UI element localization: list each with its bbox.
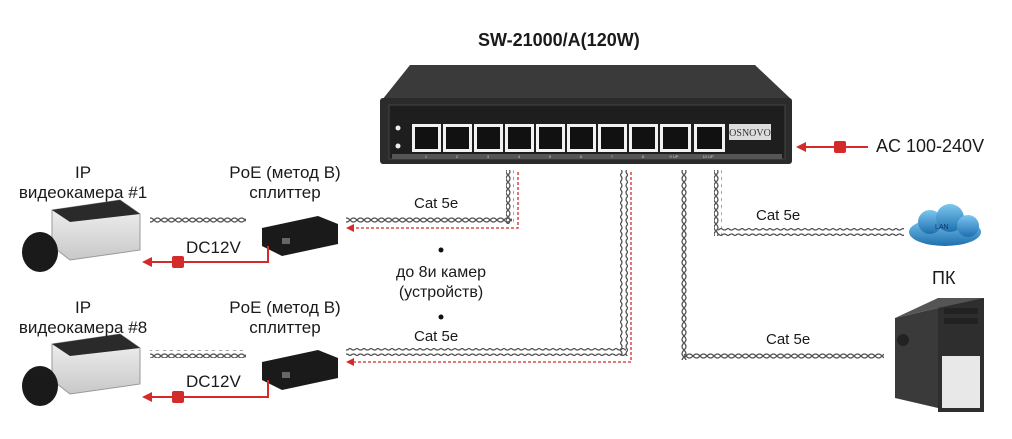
poe-switch: 1 2 3 4 5 6 7 8 9 UP 10 UP OSNOVO	[380, 65, 792, 164]
osnovo-logo	[729, 124, 771, 140]
port-number: 8	[642, 154, 645, 159]
middle-note-line2: (устройств)	[398, 284, 484, 301]
port-number: 7	[611, 154, 614, 159]
port-number: 5	[549, 154, 552, 159]
middle-note-line1: до 8и камер	[395, 264, 486, 281]
port-socket	[508, 127, 531, 149]
port-socket	[477, 127, 500, 149]
dc-bolt-icon	[172, 256, 184, 268]
cable-label-lan: Cat 5e	[756, 207, 801, 224]
port-number: 9 UP	[670, 154, 679, 159]
dc-label-8: DC12V	[186, 372, 241, 391]
splitter-8-label-line1: PoE (метод B)	[229, 298, 341, 317]
port-socket	[446, 127, 469, 149]
camera-1-label-line1: IP	[74, 163, 92, 182]
lan-label: LAN	[935, 224, 949, 231]
camera-1-label-line2: видеокамера #1	[18, 183, 148, 202]
pc-label: ПК	[932, 268, 956, 288]
port-socket	[415, 127, 438, 149]
power-bolt-icon	[834, 141, 846, 153]
splitter-1-label-line1: PoE (метод B)	[229, 163, 341, 182]
power-input-arrow	[796, 141, 868, 153]
cable-lan	[714, 170, 904, 236]
cable-label-camera-8: Cat 5e	[414, 328, 459, 345]
port-socket	[601, 127, 624, 149]
port-socket	[539, 127, 562, 149]
port-socket	[663, 127, 688, 149]
pc-tower-icon	[895, 298, 984, 412]
ellipsis-dot-top	[438, 247, 444, 253]
port-socket	[570, 127, 593, 149]
cable-label-pc: Cat 5e	[766, 331, 811, 348]
dc-bolt-icon	[172, 391, 184, 403]
cable-camera-8	[346, 170, 632, 366]
splitter-1-label-line2: сплиттер	[249, 183, 321, 202]
camera-8-label-line1: IP	[74, 298, 92, 317]
camera-1-cable	[150, 215, 246, 223]
poe-splitter-1	[262, 216, 338, 256]
port-socket	[697, 127, 722, 149]
dc-arrow-1	[142, 246, 269, 268]
lan-cloud-icon	[909, 204, 981, 246]
port-number: 4	[518, 154, 521, 159]
switch-model-title: SW-21000/A(120W)	[478, 30, 640, 50]
port-number: 10 UP	[702, 154, 713, 159]
ellipsis-dot-bottom	[438, 314, 444, 320]
dc-arrow-8	[142, 380, 269, 403]
poe-splitter-8	[262, 350, 338, 390]
brand-text: OSNOVO	[729, 128, 771, 139]
camera-8-cable	[150, 350, 246, 358]
port-number: 2	[456, 154, 459, 159]
led-2-icon	[395, 143, 401, 149]
ip-camera-8-icon	[22, 333, 141, 406]
dc-label-1: DC12V	[186, 238, 241, 257]
cable-camera-1	[346, 170, 519, 232]
port-number: 1	[425, 154, 428, 159]
port-number: 6	[580, 154, 583, 159]
port-number: 3	[487, 154, 490, 159]
ip-camera-1-icon	[22, 199, 141, 272]
splitter-8-label-line2: сплиттер	[249, 318, 321, 337]
cable-pc	[680, 170, 884, 360]
led-1-icon	[395, 125, 401, 131]
port-socket	[632, 127, 655, 149]
cable-label-camera-1: Cat 5e	[414, 195, 459, 212]
camera-8-label-line2: видеокамера #8	[18, 318, 148, 337]
power-label: AC 100-240V	[876, 136, 985, 156]
